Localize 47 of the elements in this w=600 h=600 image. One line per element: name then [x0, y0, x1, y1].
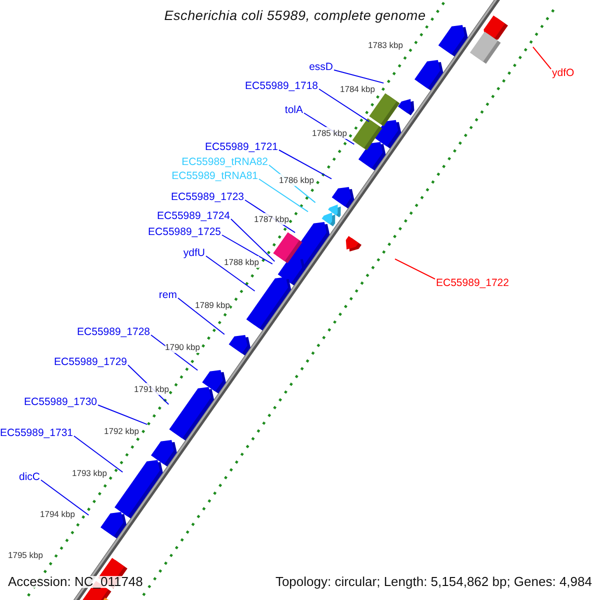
footer-text: Topology: circular; Length: 5,154,862 bp; Genes: 4,984: [275, 576, 592, 588]
scale-label: 1794 kbp: [40, 508, 75, 520]
gene-label: EC55989_1723: [171, 191, 244, 203]
scale-label: 1784 kbp: [340, 83, 375, 95]
scale-label: 1793 kbp: [72, 467, 107, 479]
leader-line: [74, 436, 124, 473]
title: Escherichia coli 55989, complete genome: [164, 8, 426, 23]
scale-label: 1785 kbp: [312, 127, 347, 139]
leader-line: [258, 178, 308, 212]
leader-line: [98, 404, 148, 425]
gene-label: EC55989_1721: [205, 141, 278, 153]
scale-label: 1783 kbp: [368, 39, 403, 51]
leader-line: [394, 258, 436, 280]
scale-label: 1792 kbp: [104, 425, 139, 437]
scale-label: 1791 kbp: [134, 383, 169, 395]
leader-line: [40, 480, 90, 516]
gene-label: rem: [158, 289, 177, 301]
gene-label: EC55989_1724: [157, 210, 230, 222]
gene-label: EC55989_1722: [436, 277, 509, 289]
footer-text: Accession: NC_011748: [8, 576, 143, 588]
leader-line: [532, 46, 552, 70]
gene-label: EC55989_1728: [77, 326, 150, 338]
leader-line: [230, 218, 276, 262]
scale-label: 1789 kbp: [195, 299, 230, 311]
leader-line: [206, 256, 256, 292]
scale-label: 1795 kbp: [8, 549, 43, 561]
gene-label: EC55989_1729: [54, 356, 127, 368]
gene-label: EC55989_tRNA82: [182, 156, 268, 168]
gene-label: ydfU: [183, 247, 205, 259]
leader-line: [278, 150, 332, 180]
gene-label: ydfO: [552, 67, 574, 79]
leader-line: [178, 298, 225, 335]
gene-label: essD: [309, 61, 333, 73]
leader-line: [222, 234, 273, 264]
gene-label: EC55989_1718: [245, 80, 318, 92]
gene-label: tolA: [284, 104, 303, 116]
gene-label: EC55989_1730: [24, 396, 97, 408]
gene-label: EC55989_tRNA81: [172, 170, 258, 182]
leader-line: [318, 88, 370, 122]
gene-label: dicC: [18, 471, 40, 483]
scale-label: 1790 kbp: [165, 341, 200, 353]
scale-label: 1787 kbp: [254, 213, 289, 225]
leader-line: [334, 70, 384, 84]
gene-label: EC55989_1725: [148, 226, 221, 238]
scale-label: 1786 kbp: [279, 174, 314, 186]
scale-label: 1788 kbp: [224, 256, 259, 268]
gene-label: EC55989_1731: [0, 427, 73, 439]
